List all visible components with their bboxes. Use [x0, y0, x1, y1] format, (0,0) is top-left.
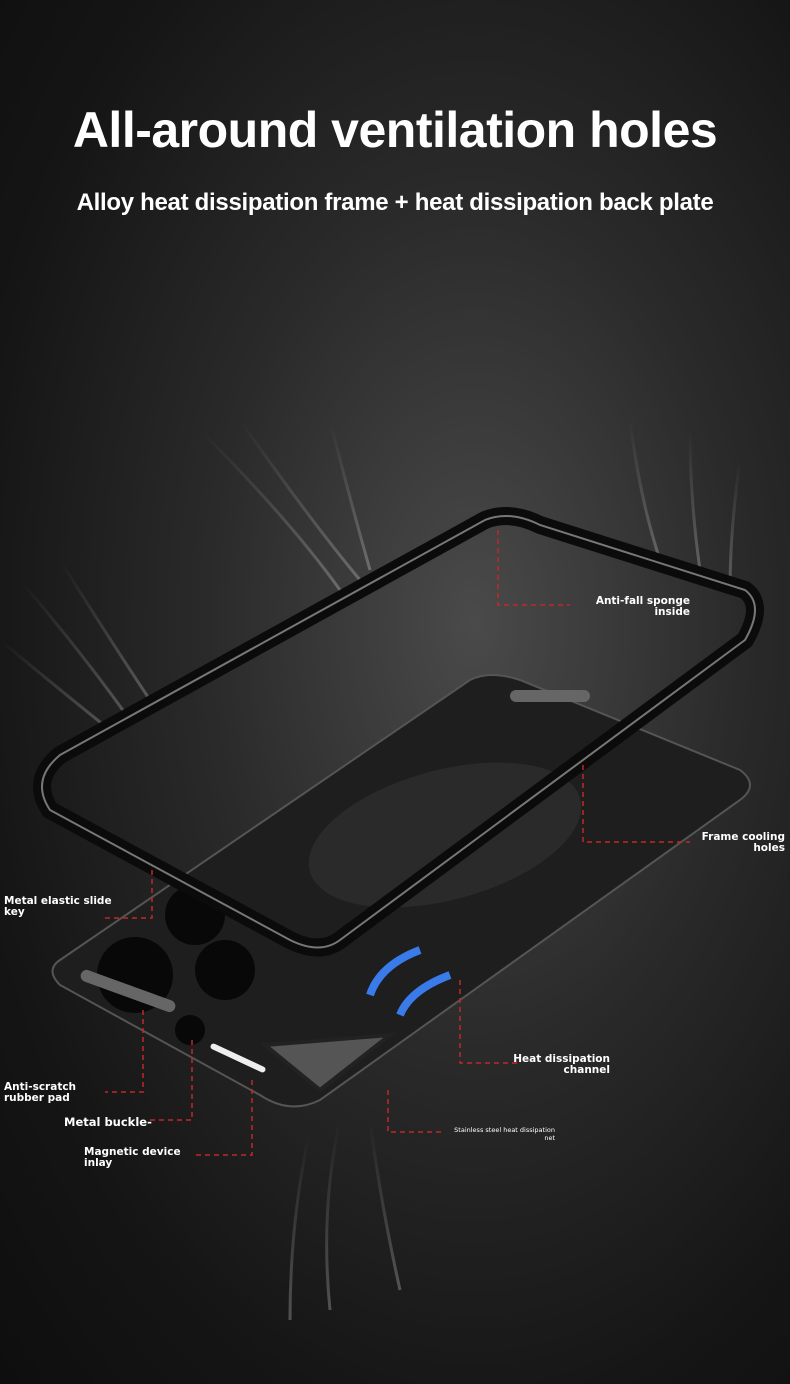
label-line: key: [4, 906, 25, 918]
label-line: Metal elastic slide: [4, 895, 112, 907]
airflow-arrows: [366, 946, 452, 1017]
label-line: Anti-scratch: [4, 1081, 77, 1093]
label-line: Anti-fall sponge: [595, 595, 690, 607]
label-line: inside: [654, 606, 690, 618]
page-title: All-around ventilation holes: [0, 100, 790, 160]
airflow-streaks: [0, 419, 742, 1321]
label-line: Magnetic device: [84, 1146, 181, 1158]
page-subtitle: Alloy heat dissipation frame + heat diss…: [0, 188, 790, 218]
label-line: channel: [563, 1064, 610, 1076]
phone-frame: [33, 507, 764, 957]
label-metal-buckle: Metal buckle-: [64, 1115, 152, 1129]
label-line: Heat dissipation: [513, 1053, 610, 1065]
label-line: Frame cooling: [701, 831, 785, 843]
label-line: holes: [753, 842, 785, 854]
label-line: Stainless steel heat dissipation: [454, 1126, 555, 1134]
label-line: rubber pad: [4, 1092, 70, 1104]
page-subtitle-text: Alloy heat dissipation frame + heat diss…: [76, 189, 714, 216]
label-line: inlay: [84, 1157, 113, 1169]
page-title-text: All-around ventilation holes: [72, 102, 718, 158]
leader-lines: [105, 530, 690, 1156]
label-line: net: [544, 1134, 555, 1142]
